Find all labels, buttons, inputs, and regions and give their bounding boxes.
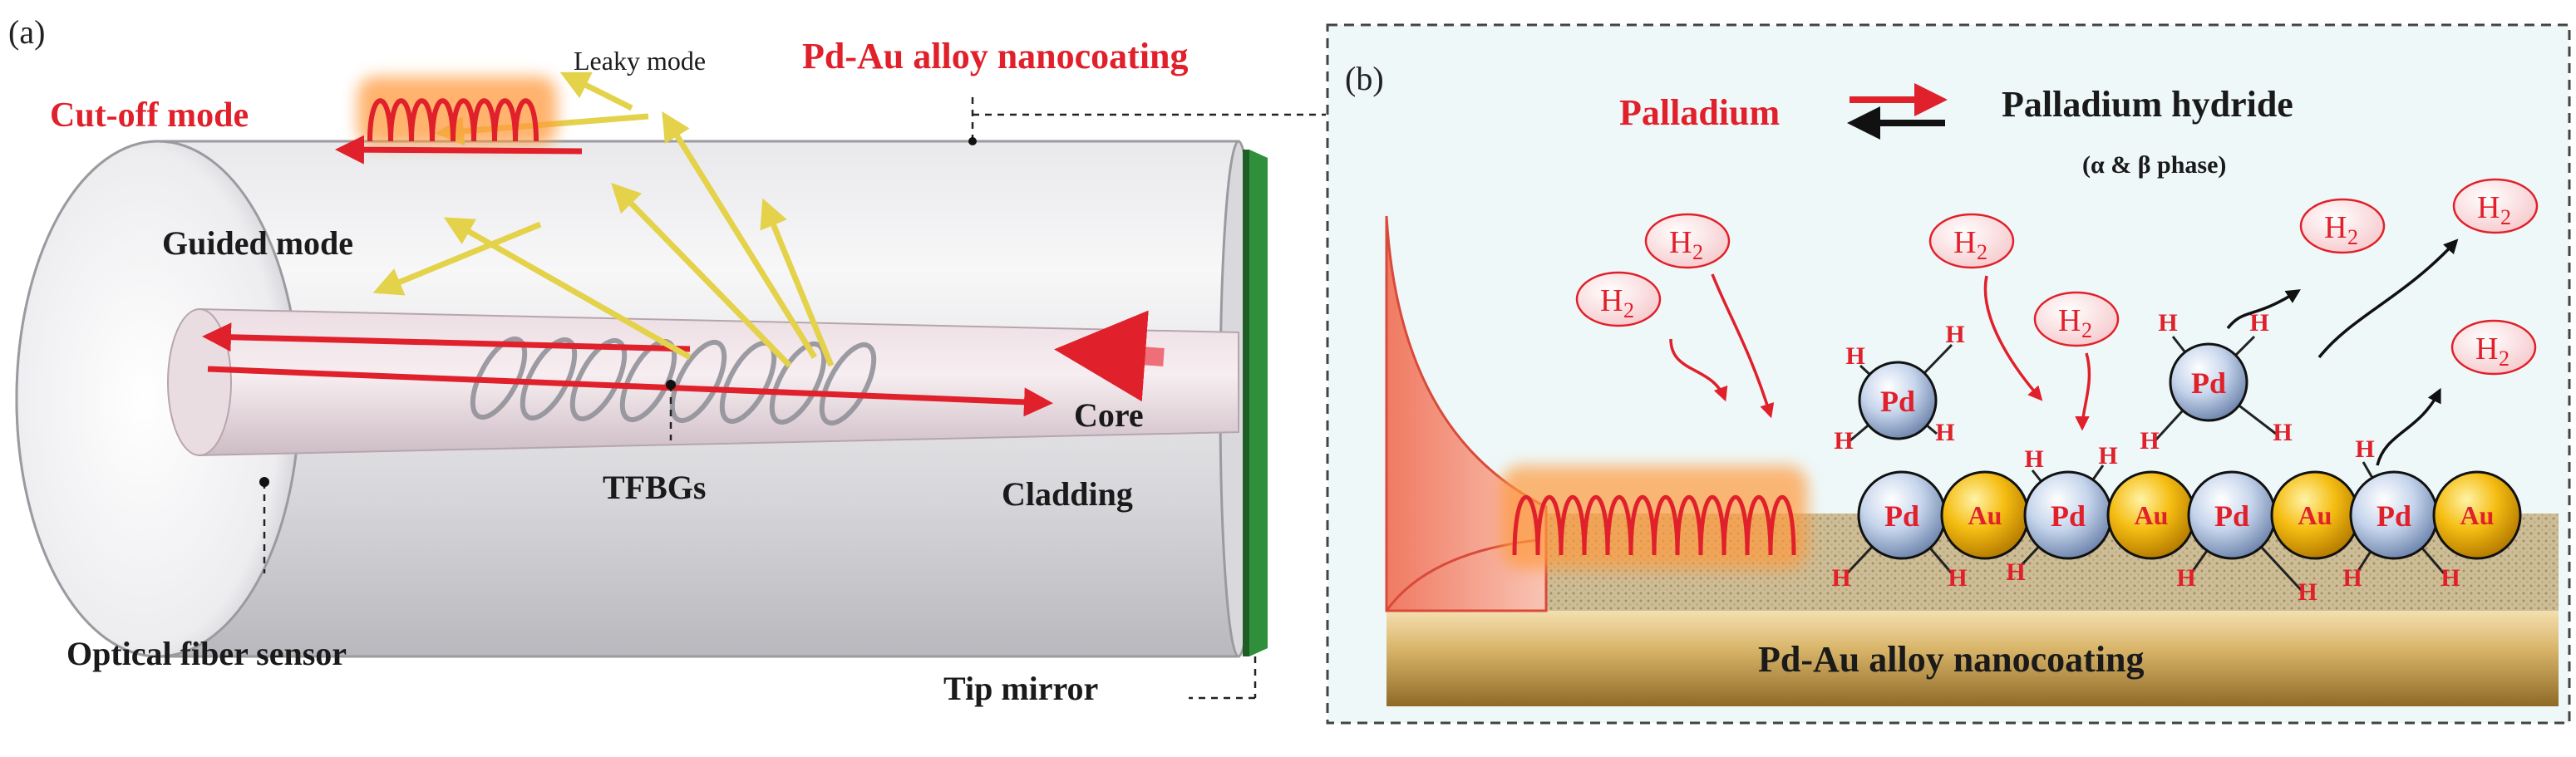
cutoff-wave — [367, 98, 539, 142]
h2-h: H — [2475, 332, 2498, 366]
h2-h: H — [1669, 225, 1692, 260]
h2-h: H — [1953, 225, 1976, 260]
h2-molecule: H 2 — [2299, 198, 2386, 254]
au-label: Au — [1968, 500, 2002, 530]
cutoff-arrow — [335, 135, 583, 165]
h-atom-label: H — [2273, 419, 2292, 446]
h-atom-label: H — [2024, 445, 2043, 473]
h-atom-label: H — [2342, 564, 2362, 592]
pd-label: Pd — [2051, 499, 2086, 533]
equilibrium-arrows — [1847, 83, 1948, 140]
h2-h: H — [1600, 283, 1623, 318]
desorption-arrows — [2226, 238, 2459, 466]
pd-label: Pd — [2214, 499, 2249, 533]
h2-sub: 2 — [2500, 205, 2511, 229]
h2-molecule: H 2 — [2033, 291, 2120, 347]
h-atom-label: H — [2140, 427, 2159, 455]
guided-forward-arrow — [207, 366, 1053, 417]
tip-mirror — [1249, 150, 1268, 656]
label-core: Core — [1074, 396, 1144, 434]
h2-h: H — [2058, 303, 2081, 338]
adsorption-arrows — [1669, 273, 2091, 431]
pd-label: Pd — [2377, 499, 2411, 533]
label-tfbgs: TFBGs — [603, 469, 706, 506]
au-atom — [2432, 470, 2522, 560]
h2-h: H — [2477, 190, 2500, 225]
h-atom-label: H — [2158, 309, 2177, 337]
fiber-core-end — [167, 308, 232, 456]
au-label: Au — [2460, 500, 2495, 530]
h2-sub: 2 — [2499, 347, 2510, 371]
h2-h: H — [2324, 210, 2347, 245]
au-label: Au — [2135, 500, 2169, 530]
h-atom-label: H — [2098, 442, 2117, 469]
pd-hydride-atom — [1858, 361, 1938, 440]
guided-back-arrow — [202, 322, 691, 352]
pd-label: Pd — [2191, 366, 2226, 400]
h-atom-label: H — [1834, 427, 1853, 455]
h-atom-label: H — [1935, 419, 1954, 446]
h2-molecule: H 2 — [2452, 178, 2539, 234]
substrate-base — [1387, 611, 2559, 706]
atom-labels: Pd Au Pd Au Pd Au Pd Au Pd Pd — [1880, 366, 2494, 533]
h-atom-label: H — [2006, 558, 2025, 586]
panel-a-tag: (a) — [8, 13, 45, 51]
h-atom-label: H — [2249, 309, 2268, 337]
label-tip-mirror: Tip mirror — [943, 670, 1098, 707]
h-atom-label: H — [1945, 321, 1964, 348]
h2-sub: 2 — [1977, 240, 1987, 264]
alloy-atoms — [1857, 342, 2522, 560]
coating-pointer-dot — [968, 137, 977, 145]
pd-label: Pd — [1884, 499, 1919, 533]
label-hydride: Palladium hydride — [2002, 84, 2293, 125]
tfbg-gratings — [470, 336, 877, 426]
label-palladium: Palladium — [1619, 92, 1780, 133]
label-leaky-mode: Leaky mode — [574, 46, 706, 76]
h2-molecule: H 2 — [1575, 271, 1662, 327]
label-coating: Pd-Au alloy nanocoating — [802, 36, 1189, 76]
h-atoms: H H H H H H H H H H H H H H H H H H — [1831, 309, 2460, 606]
tip-mirror-edge — [1243, 150, 1249, 656]
label-cladding: Cladding — [1002, 475, 1133, 513]
h2-sub: 2 — [2347, 225, 2358, 249]
h2-molecule: H 2 — [2450, 319, 2537, 376]
h2-molecule: H 2 — [1644, 213, 1731, 269]
panel-a: (a) — [8, 13, 1326, 707]
h2-molecules: H 2 H 2 H 2 H 2 H 2 — [1575, 178, 2539, 376]
h-atom-label: H — [2355, 435, 2374, 463]
pd-hydride-atom — [2169, 342, 2248, 422]
callout-lines — [263, 91, 1326, 700]
label-phase: (α & β phase) — [2082, 151, 2226, 179]
h2-sub: 2 — [1623, 298, 1634, 322]
h-atom-label: H — [2176, 564, 2195, 592]
h-atom-label: H — [1831, 564, 1850, 592]
h-atom-label: H — [2298, 578, 2317, 606]
h-atom-label: H — [1948, 564, 1967, 592]
h-atom-label: H — [2441, 564, 2460, 592]
h2-sub: 2 — [2081, 318, 2092, 342]
wave-glow-b — [1500, 465, 1808, 569]
au-label: Au — [2298, 500, 2332, 530]
h2-sub: 2 — [1692, 240, 1703, 264]
label-cutoff-mode: Cut-off mode — [50, 96, 249, 135]
pd-label: Pd — [1880, 385, 1915, 418]
wave-b — [1512, 495, 1796, 556]
tfbg-pointer-dot — [666, 380, 676, 390]
label-sensor: Optical fiber sensor — [66, 635, 347, 672]
h2-molecule: H 2 — [1928, 213, 2015, 269]
label-substrate: Pd-Au alloy nanocoating — [1758, 639, 2145, 680]
panel-b-tag: (b) — [1345, 60, 1384, 97]
h-atom-label: H — [1845, 342, 1864, 370]
sensor-pointer-dot — [259, 477, 269, 487]
label-guided-mode: Guided mode — [162, 224, 353, 262]
panel-b: (b) Palladium Palladium hydride (α & β p… — [1326, 23, 2571, 725]
reflected-arrow — [1054, 310, 1165, 402]
